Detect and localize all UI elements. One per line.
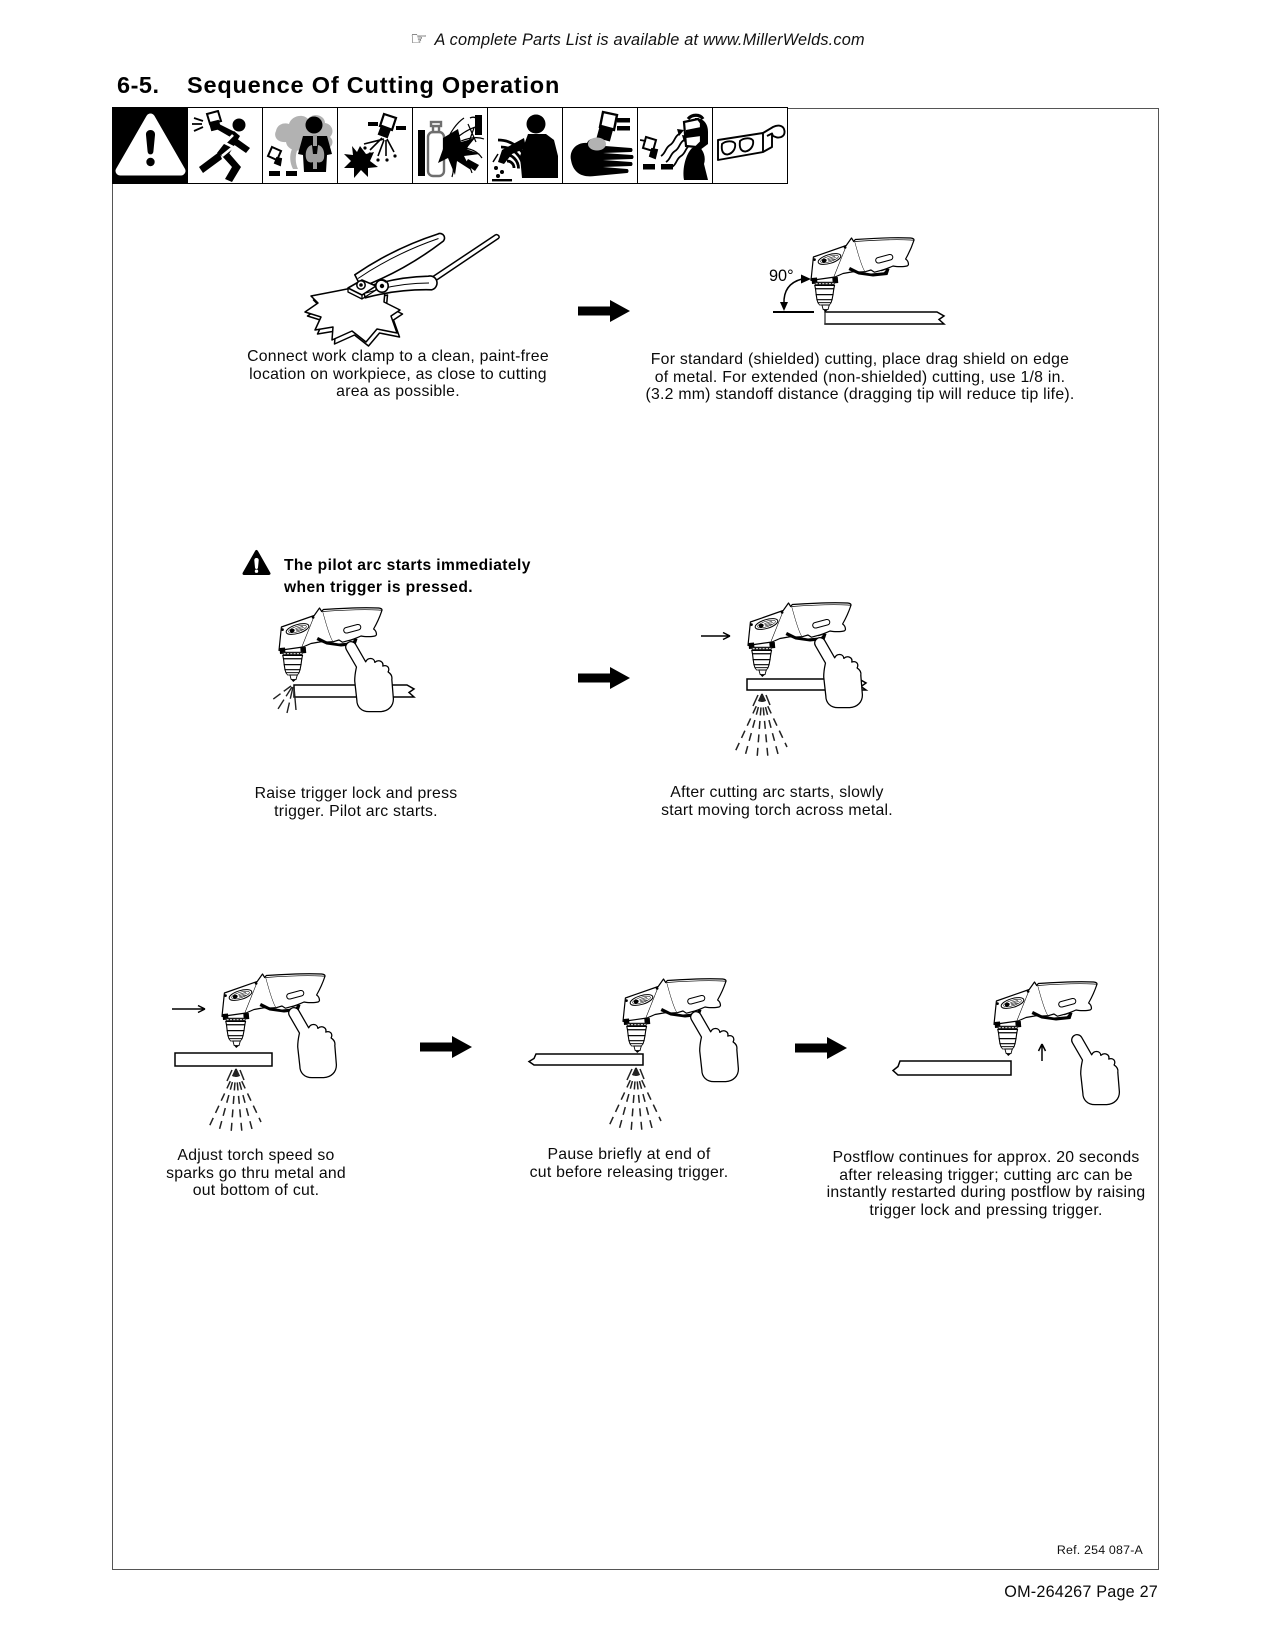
step7-caption: Postflow continues for approx. 20 second… [826,1149,1146,1219]
step3-pilot-arc-art [271,607,416,714]
pointing-hand-icon: ☞ [410,28,428,50]
arrow-step1-to-step2 [578,300,630,322]
safety-icon-strip [112,107,789,184]
step2-90deg-art [773,237,946,325]
section-title: 6-5. Sequence Of Cutting Operation [117,72,560,99]
cylinder-explosion-hazard-icon [412,107,489,184]
hot-parts-hazard-icon [562,107,639,184]
pilot-arc-warning-icon [242,550,271,575]
step3-workpiece-plate [293,684,416,698]
section-title-text: Sequence Of Cutting Operation [187,72,561,98]
step2-caption: For standard (shielded) cutting, place d… [645,351,1075,403]
step4-move-torch-art [701,602,869,760]
angle-label: 90° [769,267,794,285]
parts-list-notice: ☞ A complete Parts List is available at w… [0,28,1275,50]
step6-workpiece-plate [527,1053,644,1066]
step5-motion-arrow [172,1004,206,1014]
arrow-step3-to-step4 [578,667,630,689]
pilot-arc-warning-text: The pilot arc starts immediately when tr… [284,557,531,596]
step5-spark-spray [208,1068,262,1135]
step1-work-clamp-art [304,232,500,347]
step5-caption: Adjust torch speed so sparks go thru met… [166,1147,346,1199]
arrow-step5-to-step6 [420,1036,472,1058]
step7-postflow-art [891,981,1121,1106]
step4-spark-spray [734,693,788,760]
page-number: OM-264267 Page 27 [1004,1583,1158,1601]
arrow-step6-to-step7 [795,1037,847,1059]
step7-lift-arrow [1037,1043,1047,1061]
electric-shock-hazard-icon [187,107,264,184]
fumes-hazard-icon [262,107,339,184]
step2-torch [810,237,915,313]
safety-glasses-icon [712,107,789,184]
step4-hand [814,637,864,709]
step6-pause-art [527,978,740,1134]
step4-motion-arrow [701,631,731,641]
section-number: 6-5. [117,72,160,98]
step2-angle-arc [783,278,803,305]
arc-rays-hazard-icon [487,107,564,184]
step4-caption: After cutting arc starts, slowly start m… [661,784,893,819]
step7-hand [1071,1034,1121,1106]
parts-list-notice-text: A complete Parts List is available at ww… [434,31,865,49]
step6-spark-spray [608,1067,662,1134]
step3-hand [345,641,395,713]
step5-hand [288,1007,338,1079]
general-warning-icon [112,107,189,184]
step6-caption: Pause briefly at end of cut before relea… [529,1146,729,1181]
sparks-hazard-icon [337,107,414,184]
step1-caption: Connect work clamp to a clean, paint-fre… [247,348,549,400]
step2-workpiece-plate [824,311,946,325]
step3-caption: Raise trigger lock and press trigger. Pi… [254,785,458,820]
step7-workpiece-plate [891,1060,1012,1076]
step5-adjust-speed-art [172,973,338,1135]
step5-workpiece-plate [174,1052,273,1067]
step6-hand [690,1011,740,1083]
figure-reference: Ref. 254 087-A [1056,1543,1143,1557]
